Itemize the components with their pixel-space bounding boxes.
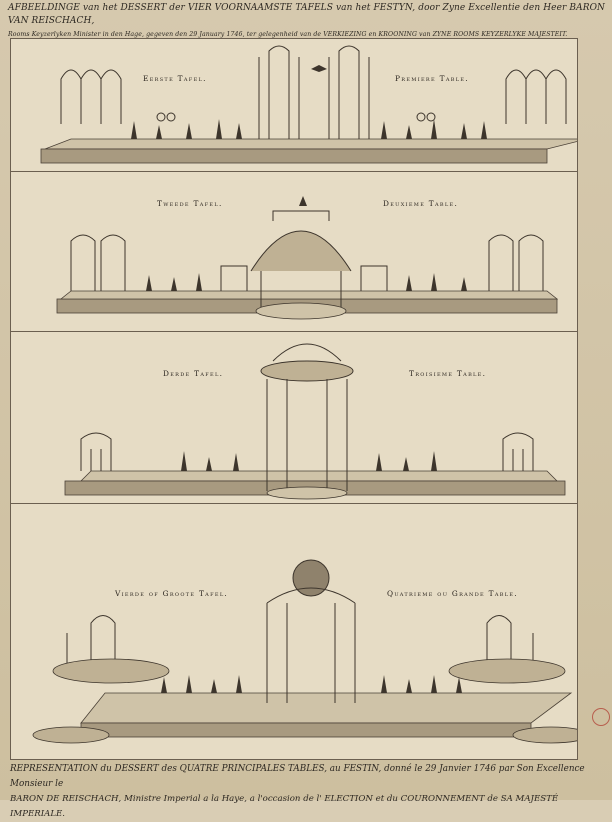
collection-stamp-icon xyxy=(592,708,610,726)
plate-frame: Eerste Tafel. Premiere Table. xyxy=(10,38,578,760)
panel-3-label-dutch: Derde Tafel. xyxy=(163,369,224,378)
panel-4-label-dutch: Vierde of Groote Tafel. xyxy=(115,589,229,598)
panel-1-label-dutch: Eerste Tafel. xyxy=(143,74,207,83)
crown-icon xyxy=(299,196,307,206)
panel-2-label-french: Deuxieme Table. xyxy=(383,199,459,208)
panel-4-label-french: Quatrieme ou Grande Table. xyxy=(387,589,518,598)
title-line-2: Rooms Keyzerlyken Minister in den Hage, … xyxy=(8,31,568,38)
panel-2-label-dutch: Tweede Tafel. xyxy=(157,199,223,208)
globe-icon xyxy=(292,559,330,597)
rotunda-dome-icon xyxy=(272,343,342,362)
second-table-illustration xyxy=(56,196,559,320)
caption-line-1: REPRESENTATION du DESSERT des QUATRE PRI… xyxy=(10,764,585,789)
fourth-table-illustration xyxy=(32,559,577,744)
title-header: AFBEELDINGE van het DESSERT der VIER VOO… xyxy=(8,2,606,40)
panel-1-label-french: Premiere Table. xyxy=(395,74,469,83)
third-table-illustration xyxy=(64,343,566,500)
panel-fourth-table: Vierde of Groote Tafel. Quatrieme ou Gra… xyxy=(11,503,577,759)
panel-first-table: Eerste Tafel. Premiere Table. xyxy=(11,39,577,172)
eagle-icon xyxy=(311,65,327,72)
caption-footer: REPRESENTATION du DESSERT des QUATRE PRI… xyxy=(10,762,602,819)
panel-third-table: Derde Tafel. Troisieme Table. xyxy=(11,331,577,504)
panel-second-table: Tweede Tafel. Deuxieme Table. xyxy=(11,171,577,332)
panel-3-label-french: Troisieme Table. xyxy=(409,369,487,378)
caption-line-2: BARON DE REISCHACH, Ministre Imperial a … xyxy=(10,794,559,819)
title-line-1: AFBEELDINGE van het DESSERT der VIER VOO… xyxy=(8,3,606,26)
first-table-illustration xyxy=(40,45,577,164)
